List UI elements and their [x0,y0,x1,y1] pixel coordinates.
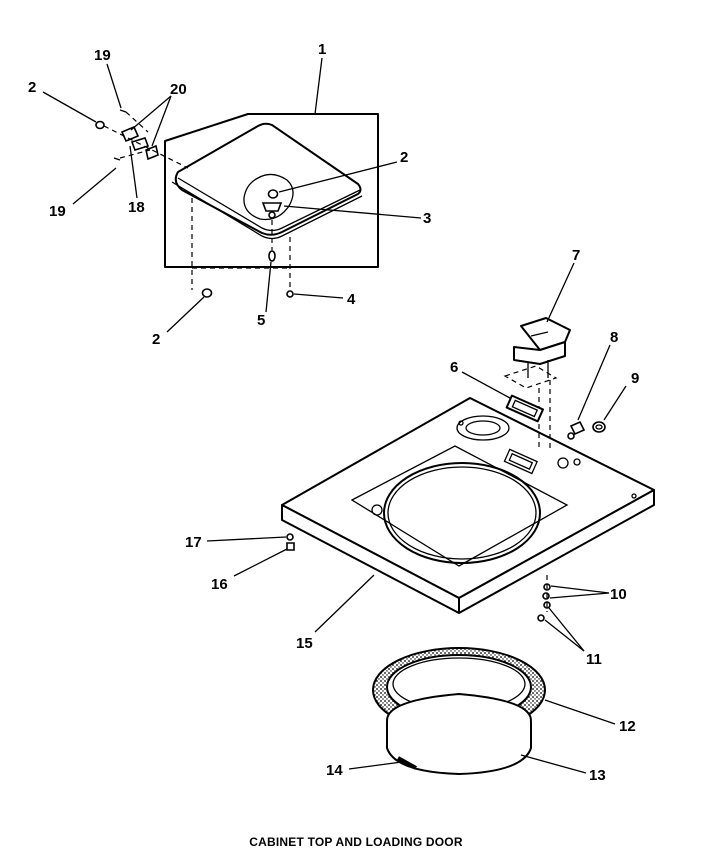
callout-12: 12 [619,718,636,735]
callout-1: 1 [318,41,326,58]
diagram-caption: CABINET TOP AND LOADING DOOR [249,835,463,849]
leader-lines [42,57,627,774]
latch-hardware [191,189,294,298]
switch-assembly [503,317,606,452]
callout-labels: 1 2 19 20 19 18 2 3 4 5 2 7 6 8 9 17 16 … [28,41,639,784]
callout-14: 14 [326,762,343,779]
callout-11: 11 [586,651,602,668]
callout-18: 18 [128,199,145,216]
callout-17: 17 [185,534,202,551]
callout-7: 7 [572,247,580,264]
callout-8: 8 [610,329,618,346]
bellows [386,693,532,775]
callout-6: 6 [450,359,458,376]
top-fasteners [286,533,551,622]
callout-9: 9 [631,370,639,387]
callout-19-bottom: 19 [49,203,66,220]
callout-13: 13 [589,767,606,784]
cabinet-top [281,397,655,614]
callout-2-bottom: 2 [152,331,160,348]
callout-3: 3 [423,210,431,227]
hinge-hardware [95,109,189,169]
callout-4: 4 [347,291,356,308]
callout-20: 20 [170,81,187,98]
callout-2-left: 2 [28,79,36,96]
callout-10: 10 [610,586,627,603]
callout-5: 5 [257,312,265,329]
callout-15: 15 [296,635,313,652]
callout-2-right: 2 [400,149,408,166]
callout-16: 16 [211,576,228,593]
callout-19-top: 19 [94,47,111,64]
